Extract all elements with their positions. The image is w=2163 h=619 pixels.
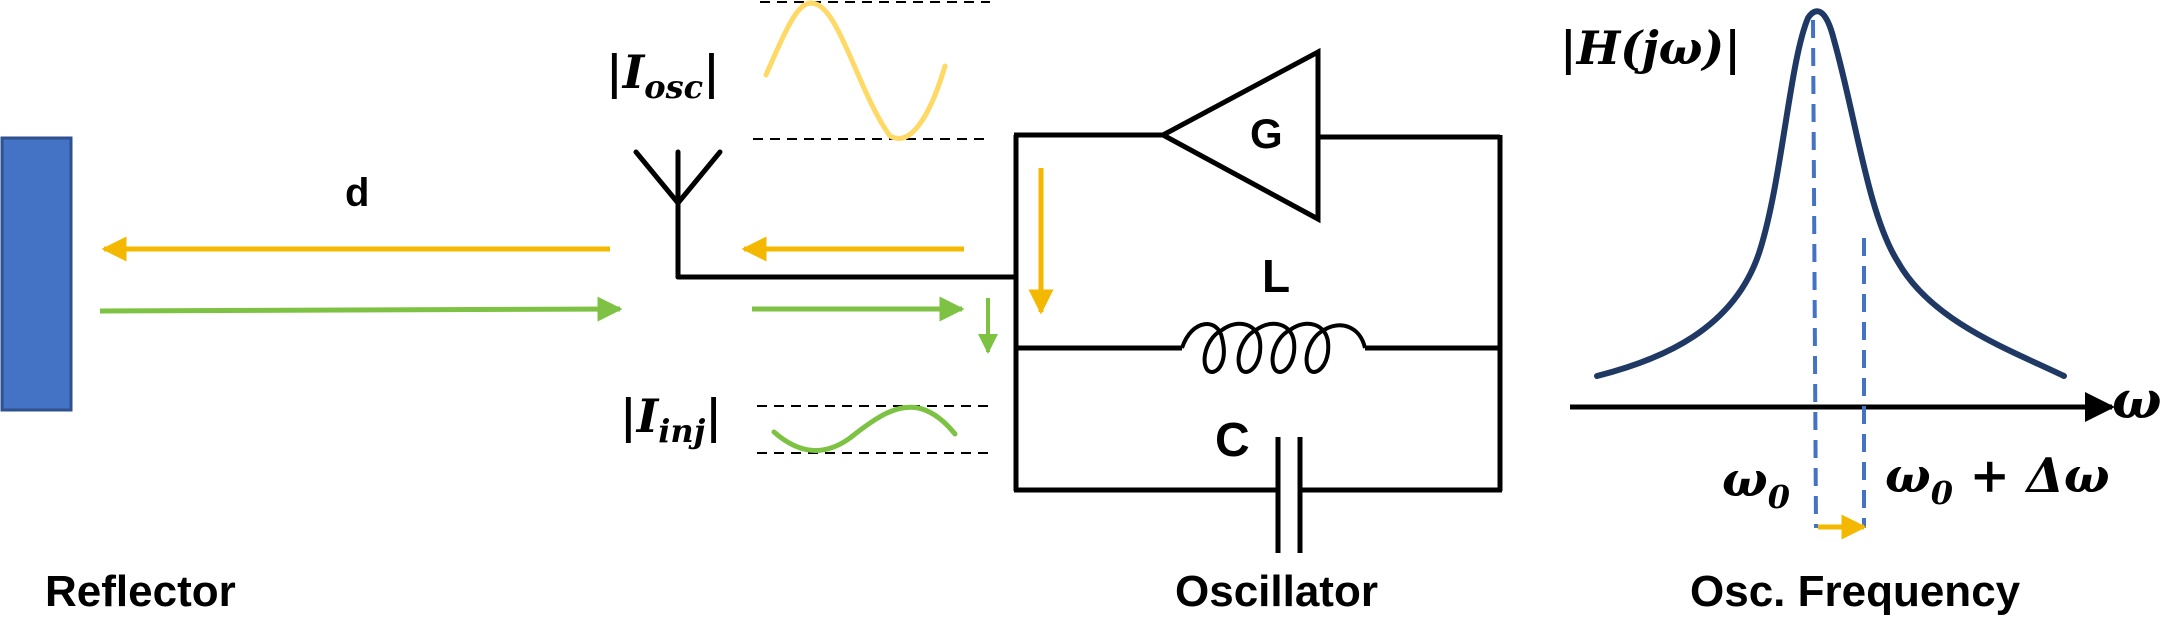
antenna-icon <box>633 149 1019 280</box>
omega0-marker-line <box>1811 19 1818 529</box>
i-osc-waveform <box>763 0 948 141</box>
svg-text:|Iosc|: |Iosc| <box>606 45 720 106</box>
svg-text:|Iinj|: |Iinj| <box>620 389 722 450</box>
shifted-frequency-label: ω0 + Δω <box>1885 448 2110 512</box>
svg-text:ω0: ω0 <box>1722 452 1790 516</box>
osc-frequency-label: Osc. Frequency <box>1690 567 2021 616</box>
reflector-label: Reflector <box>45 567 236 616</box>
svg-text:|H(jω)|: |H(jω)| <box>1560 21 1741 75</box>
svg-text:ω0 + Δω: ω0 + Δω <box>1885 448 2110 512</box>
omega0-label: ω0 <box>1722 452 1790 516</box>
omega-axis-label: ω <box>2112 370 2162 431</box>
reflected-wave-arrow <box>99 296 623 322</box>
i-inj-label: |Iinj| <box>620 389 722 450</box>
oscillator-label: Oscillator <box>1175 567 1378 616</box>
gain-label: G <box>1250 110 1283 157</box>
reflector-plate <box>0 136 73 412</box>
distance-label: d <box>345 171 369 215</box>
resonance-curve <box>1594 8 2067 379</box>
transfer-function-label: |H(jω)| <box>1560 21 1741 75</box>
oscillator-circuit <box>1013 132 1503 553</box>
inductor-label: L <box>1262 250 1290 302</box>
inductor-coil <box>1180 321 1367 374</box>
capacitor-label: C <box>1215 414 1250 467</box>
amplifier-triangle <box>1157 47 1321 224</box>
i-osc-label: |Iosc| <box>606 45 720 106</box>
i-inj-waveform <box>771 404 958 453</box>
